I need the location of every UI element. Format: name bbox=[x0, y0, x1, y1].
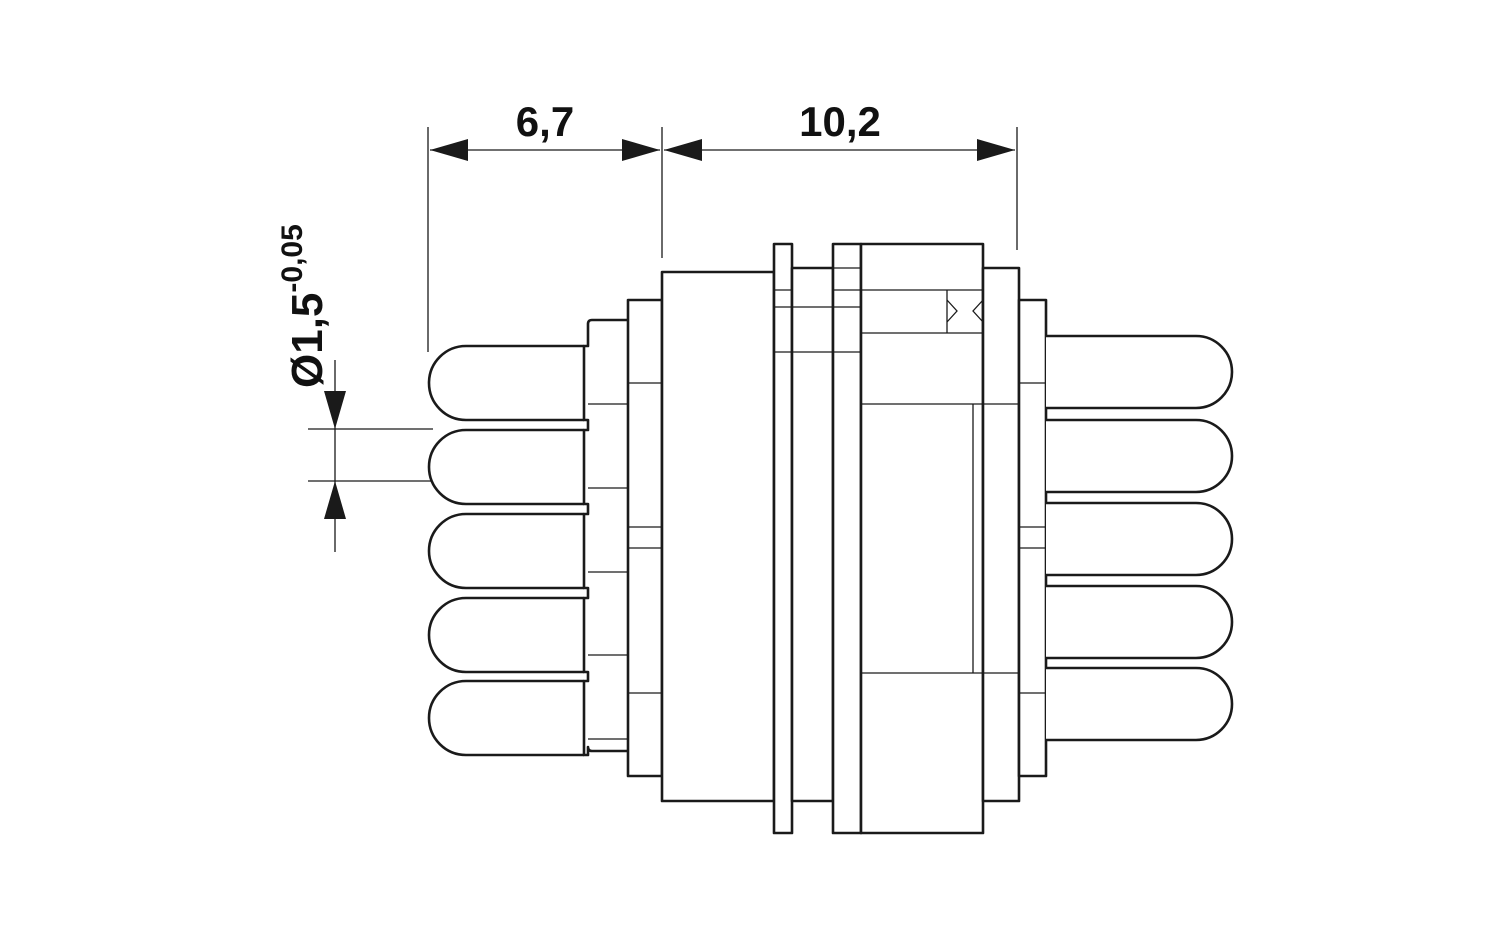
left-pin bbox=[427, 679, 584, 757]
right-pin bbox=[1046, 584, 1234, 660]
right-pin bbox=[1046, 418, 1234, 494]
dimension-label-diameter: Ø1,5-0,05 bbox=[276, 224, 332, 388]
left-pin bbox=[427, 344, 584, 422]
right-pins bbox=[1046, 334, 1234, 742]
dimension-label-right: 10,2 bbox=[799, 98, 881, 145]
left-pin bbox=[427, 428, 584, 506]
dimension-pin-diameter: Ø1,5-0,05 bbox=[276, 224, 433, 552]
dimension-right-length: 10,2 bbox=[664, 98, 1018, 250]
left-pin bbox=[427, 596, 584, 674]
left-pin bbox=[427, 512, 584, 590]
right-pin bbox=[1046, 334, 1234, 410]
left-pins bbox=[427, 344, 584, 757]
connector-body bbox=[660, 242, 985, 835]
right-pin bbox=[1046, 666, 1234, 742]
right-collar bbox=[981, 266, 1048, 803]
right-pin bbox=[1046, 501, 1234, 577]
left-collar bbox=[582, 298, 664, 778]
dimension-label-left: 6,7 bbox=[516, 98, 574, 145]
dimension-left-length: 6,7 bbox=[427, 98, 663, 352]
diameter-tolerance: -0,05 bbox=[276, 224, 309, 292]
